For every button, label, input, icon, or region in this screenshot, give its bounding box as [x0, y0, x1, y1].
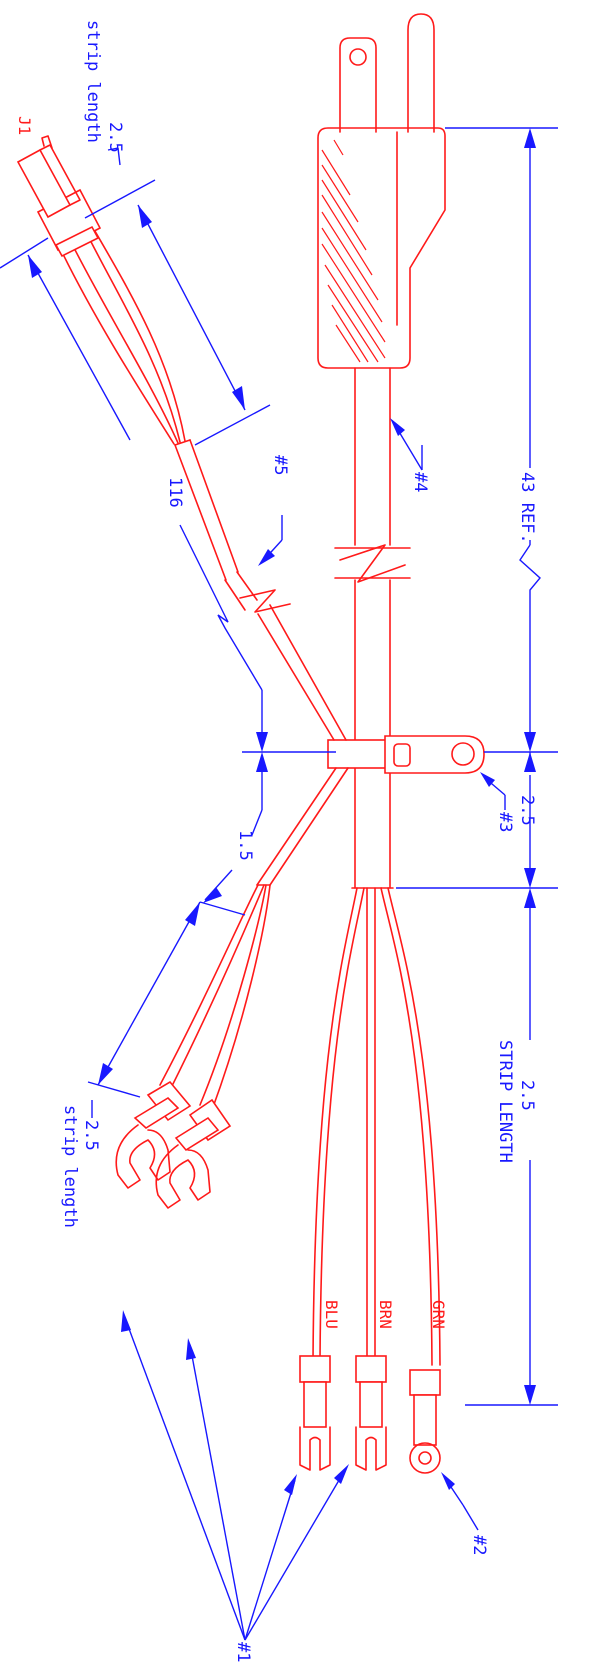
callout-1: #1 [233, 1642, 253, 1662]
callout-2: #2 [469, 1535, 489, 1555]
dim-strip-length-lower-text: strip length [60, 1105, 80, 1228]
lower-branch-cable [115, 767, 349, 1209]
dim-strip-length-j1: 2.5 [105, 122, 125, 153]
dim-strip-length-main-text: STRIP LENGTH [495, 1040, 515, 1163]
wire-label-brn: BRN [376, 1300, 395, 1329]
main-cable [334, 367, 411, 889]
connector-label-j1: J1 [15, 116, 34, 135]
wire-label-grn: GRN [429, 1300, 448, 1329]
callout-4: #4 [410, 472, 430, 492]
main-stripped-wires [299, 887, 441, 1474]
dim-strip-length-main: 2.5 [517, 1080, 537, 1111]
branch-cable-j1 [16, 135, 347, 741]
dim-overall-ref: 43 REF. [517, 472, 537, 544]
callout-3: #3 [495, 812, 515, 832]
dim-branch-offset: 1.5 [235, 830, 255, 861]
dimension-lines [0, 127, 558, 1641]
power-plug [317, 13, 446, 369]
dim-strip-length-lower: 2.5 [81, 1120, 101, 1151]
cable-tie-lug [327, 735, 485, 774]
dim-strip-length-j1-text: strip length [83, 20, 103, 143]
wire-label-blu: BLU [322, 1300, 341, 1329]
dim-branch-length: 116 [165, 477, 185, 508]
callout-5: #5 [270, 455, 290, 475]
dim-tie-to-break: 2.5 [517, 795, 537, 826]
